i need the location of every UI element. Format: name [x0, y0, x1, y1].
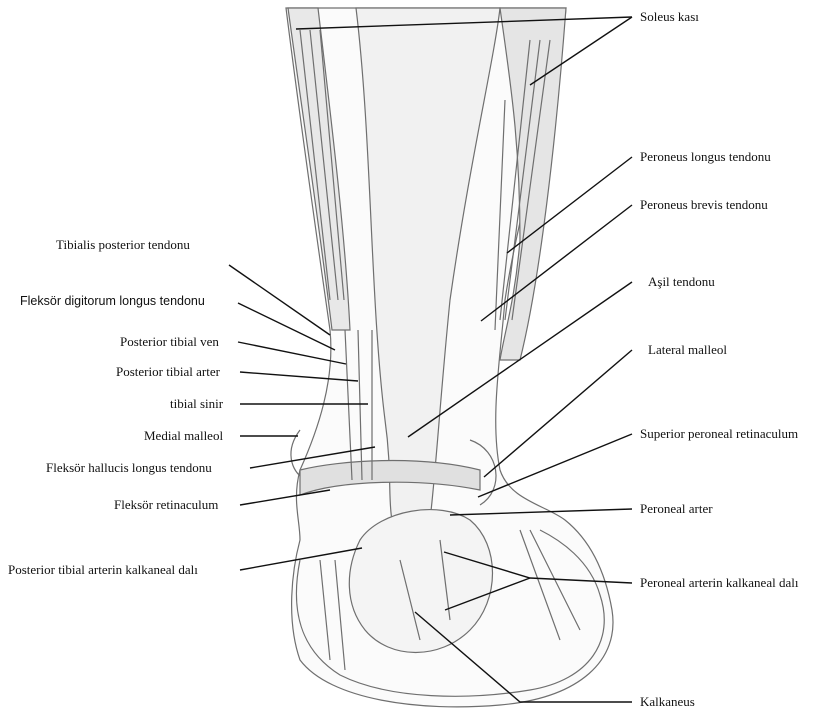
label-tibialis-posterior: Tibialis posterior tendonu [56, 237, 190, 252]
label-asil: Aşil tendonu [648, 274, 715, 289]
label-flexor-ret: Fleksör retinaculum [114, 497, 218, 512]
label-sup-peroneal: Superior peroneal retinaculum [640, 426, 798, 441]
label-tibial-nerve: tibial sinir [170, 396, 223, 411]
label-ptib-vein: Posterior tibial ven [120, 334, 219, 349]
label-peroneus-brevis: Peroneus brevis tendonu [640, 197, 768, 212]
ankle-drawing [286, 8, 613, 707]
label-peroneal-artery: Peroneal arter [640, 501, 713, 516]
label-peroneus-longus: Peroneus longus tendonu [640, 149, 771, 164]
label-calc-branch-peroneal: Peroneal arterin kalkaneal dalı [640, 575, 798, 590]
label-flexor-hallucis: Fleksör hallucis longus tendonu [46, 460, 212, 475]
leader-ptib-vein [238, 342, 346, 364]
leader-tibialis-posterior [229, 265, 330, 335]
label-flexor-digitorum: Fleksör digitorum longus tendonu [20, 294, 205, 309]
leader-sup-peroneal [478, 434, 632, 497]
leader-flexor-digitorum [238, 303, 335, 350]
label-calc-branch-ptib: Posterior tibial arterin kalkaneal dalı [8, 562, 198, 577]
label-ptib-artery: Posterior tibial arter [116, 364, 220, 379]
label-lateral-malleol: Lateral malleol [648, 342, 727, 357]
label-kalkaneus: Kalkaneus [640, 694, 695, 709]
label-soleus: Soleus kası [640, 9, 699, 24]
label-medial-malleol: Medial malleol [144, 428, 223, 443]
